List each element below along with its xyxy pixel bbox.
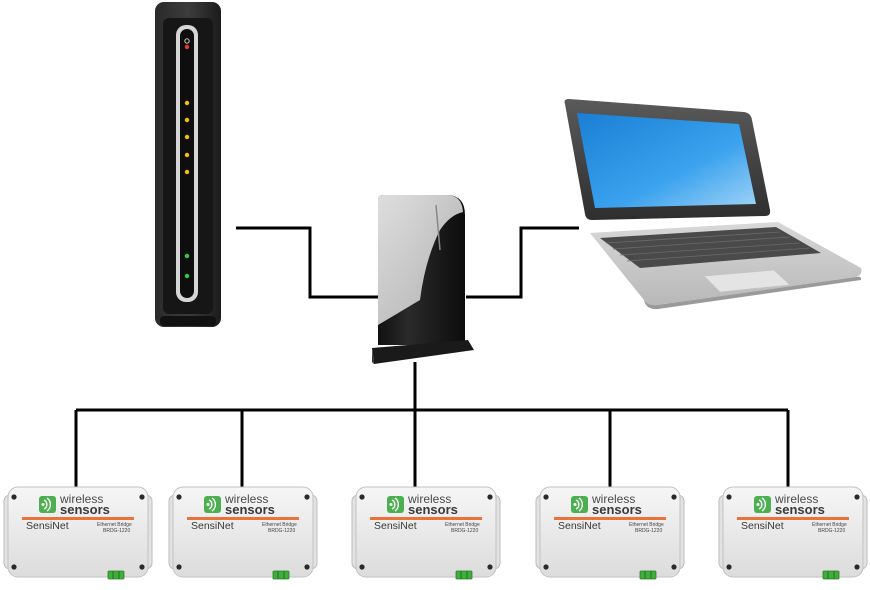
accent-stripe	[187, 517, 299, 520]
accent-stripe	[554, 517, 666, 520]
wireless-sensors-logo	[571, 496, 588, 513]
accent-stripe	[22, 517, 134, 520]
brand-bottom-label: sensors	[408, 502, 458, 517]
brand-bottom-label: sensors	[775, 502, 825, 517]
product-label: SensiNet	[26, 520, 69, 532]
brand-bottom-label: sensors	[592, 502, 642, 517]
wireless-sensors-logo	[387, 496, 404, 513]
brand-top-label: wireless	[407, 492, 451, 506]
wireless-sensors-logo	[754, 496, 771, 513]
device-label: Ethernet Bridge	[445, 522, 480, 528]
terminal-block	[455, 570, 473, 580]
accent-stripe	[737, 517, 849, 520]
accent-stripe	[370, 517, 482, 520]
device-label: Ethernet Bridge	[262, 522, 297, 528]
brand-top-label: wireless	[224, 492, 268, 506]
product-label: SensiNet	[741, 520, 784, 532]
product-label: SensiNet	[191, 520, 234, 532]
laptop-icon	[564, 99, 862, 310]
router-icon	[372, 195, 474, 364]
terminal-block	[272, 570, 290, 580]
model-label: BRDG-1220	[268, 528, 295, 534]
brand-bottom-label: sensors	[225, 502, 275, 517]
brand-top-label: wireless	[774, 492, 818, 506]
terminal-block	[822, 570, 840, 580]
connection-lines	[74, 226, 790, 487]
wireless-sensors-logo	[204, 496, 221, 513]
brand-bottom-label: sensors	[60, 502, 110, 517]
device-label: Ethernet Bridge	[97, 522, 132, 528]
modem-icon	[155, 2, 221, 327]
router-laptop-link	[466, 226, 579, 299]
wireless-sensors-logo	[39, 496, 56, 513]
terminal-block	[107, 570, 125, 580]
product-label: SensiNet	[374, 520, 417, 532]
terminal-block	[639, 570, 657, 580]
modem-router-link	[236, 226, 378, 299]
product-label: SensiNet	[558, 520, 601, 532]
model-label: BRDG-1220	[103, 528, 130, 534]
brand-top-label: wireless	[591, 492, 635, 506]
device-label: Ethernet Bridge	[812, 522, 847, 528]
device-label: Ethernet Bridge	[629, 522, 664, 528]
model-label: BRDG-1220	[818, 528, 845, 534]
model-label: BRDG-1220	[451, 528, 478, 534]
brand-top-label: wireless	[59, 492, 103, 506]
model-label: BRDG-1220	[635, 528, 662, 534]
